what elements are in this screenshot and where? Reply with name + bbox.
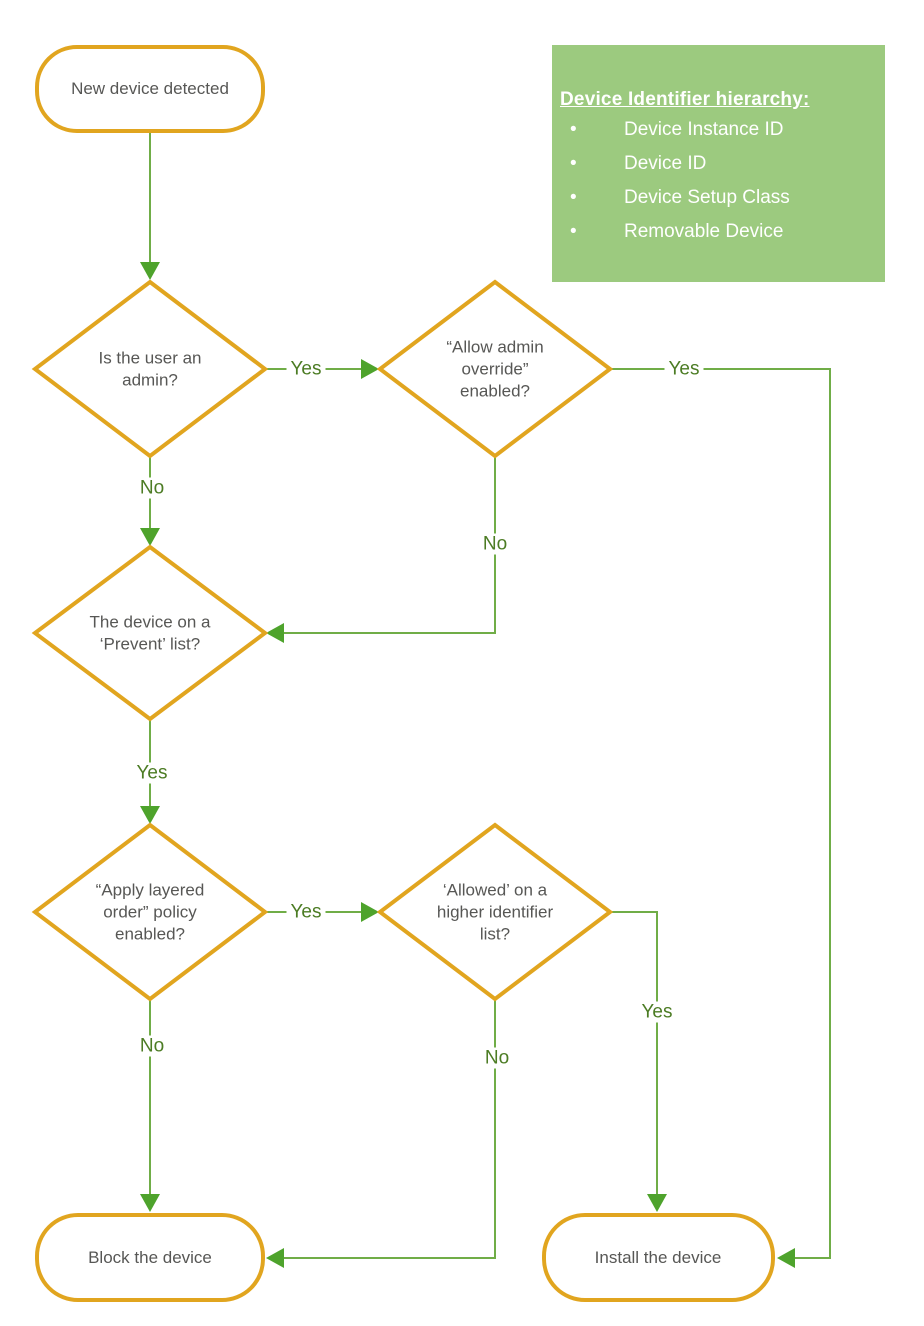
- connector-higher-no-to-block: [284, 999, 496, 1259]
- edge-label-higher-identifier-no: No: [480, 1047, 514, 1069]
- decision-higher-identifier-shape: [376, 822, 614, 1002]
- arrowhead-into-prevent-top: [140, 528, 160, 546]
- info-box-item: Device Instance ID: [560, 119, 877, 141]
- edge-label-override-yes: Yes: [664, 358, 704, 380]
- decision-override-shape: [376, 279, 614, 459]
- edge-label-is-admin-no: No: [135, 477, 169, 499]
- connector-higher-yes-to-install: [610, 911, 658, 1194]
- decision-layered-shape: [31, 822, 269, 1002]
- decision-higher-identifier-label: ‘Allowed’ on a higher identifier list?: [436, 880, 554, 943]
- info-box-item: Device ID: [560, 153, 877, 175]
- start-node-label: New device detected: [71, 79, 229, 99]
- edge-label-layered-yes: Yes: [286, 901, 326, 923]
- info-box-item: Device Setup Class: [560, 187, 877, 209]
- connector-override-yes-to-install: [610, 368, 831, 1259]
- decision-prevent-shape: [31, 544, 269, 722]
- edge-label-prevent-yes: Yes: [132, 762, 172, 784]
- decision-layered-label: “Apply layered order” policy enabled?: [95, 880, 205, 943]
- arrowheads: [140, 262, 795, 1268]
- device-identifier-hierarchy-box: Device Identifier hierarchy: Device Inst…: [552, 45, 885, 282]
- decision-is-admin-shape: [31, 279, 269, 459]
- edge-label-higher-identifier-yes: Yes: [637, 1001, 677, 1023]
- arrowhead-into-block-top: [140, 1194, 160, 1212]
- arrowhead-into-block-right: [266, 1248, 284, 1268]
- arrowhead-into-install-right: [777, 1248, 795, 1268]
- block-node-label: Block the device: [88, 1248, 212, 1268]
- arrowhead-into-prevent-right: [266, 623, 284, 643]
- arrowhead-into-override: [361, 359, 379, 379]
- arrowhead-into-is-admin: [140, 262, 160, 280]
- edge-label-is-admin-yes: Yes: [286, 358, 326, 380]
- edge-label-override-no: No: [478, 533, 512, 555]
- edge-label-layered-no: No: [135, 1035, 169, 1057]
- block-node-shape: [35, 1213, 265, 1302]
- arrowhead-into-higher-identifier: [361, 902, 379, 922]
- node-shapes: [31, 45, 775, 1302]
- decision-override-label: “Allow admin override” enabled?: [446, 337, 544, 400]
- install-node-label: Install the device: [594, 1248, 722, 1268]
- decision-is-admin-label: Is the user an admin?: [98, 348, 202, 389]
- arrowhead-into-install-top: [647, 1194, 667, 1212]
- connector-override-no-to-prevent: [284, 456, 496, 634]
- start-node-shape: [35, 45, 265, 133]
- info-box-list: Device Instance ID Device ID Device Setu…: [560, 119, 877, 243]
- install-node-shape: [542, 1213, 775, 1302]
- info-box-title: Device Identifier hierarchy:: [560, 89, 810, 110]
- decision-prevent-label: The device on a ‘Prevent’ list?: [89, 612, 211, 653]
- info-box-item: Removable Device: [560, 221, 877, 243]
- arrowhead-into-layered: [140, 806, 160, 824]
